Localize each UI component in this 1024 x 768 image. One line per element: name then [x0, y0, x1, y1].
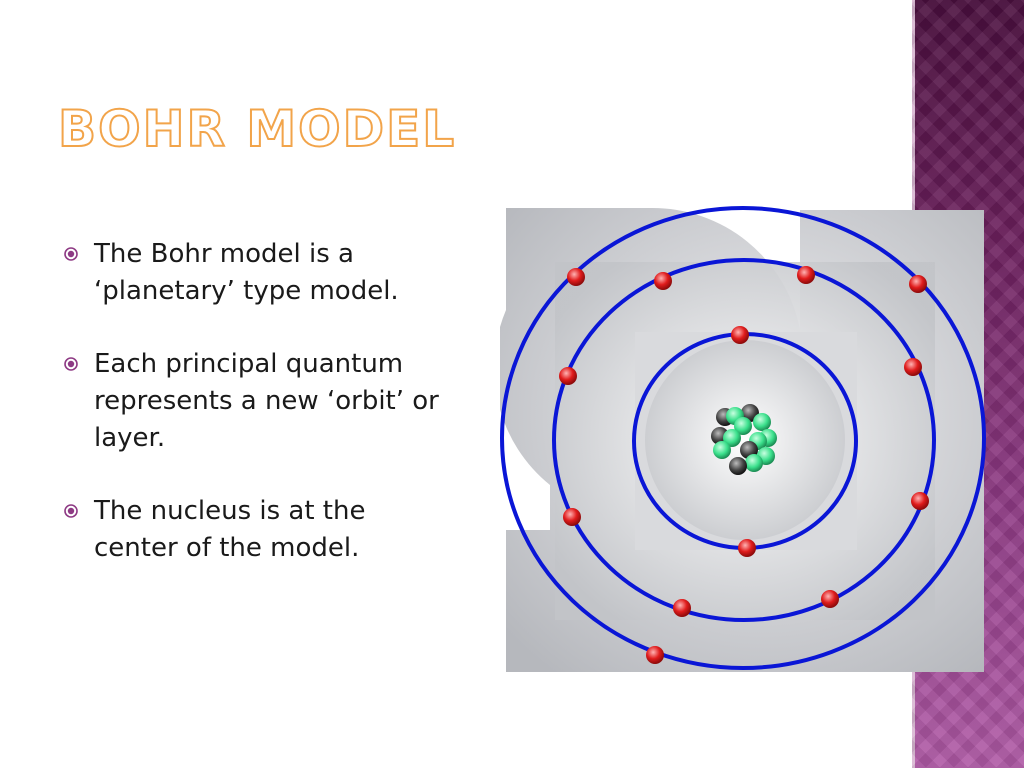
electron — [904, 358, 922, 376]
bullet-circle-icon — [64, 357, 78, 371]
electron — [563, 508, 581, 526]
bohr-model-diagram — [500, 206, 986, 672]
bullet-text: The Bohr model is a ‘planetary’ type mod… — [94, 239, 399, 306]
electrons — [559, 266, 929, 664]
bullet-circle-icon — [64, 247, 78, 261]
electron — [911, 492, 929, 510]
bullet-text: Each principal quantum represents a new … — [94, 349, 439, 453]
electron — [559, 367, 577, 385]
electron — [646, 646, 664, 664]
electron — [821, 590, 839, 608]
electron — [567, 268, 585, 286]
diagram-background — [500, 207, 984, 672]
electron — [654, 272, 672, 290]
electron — [738, 539, 756, 557]
electron — [673, 599, 691, 617]
electron — [731, 326, 749, 344]
slide-title: Bohr Model — [57, 99, 457, 159]
orbit-outer — [500, 206, 986, 670]
electron — [797, 266, 815, 284]
bullet-text: The nucleus is at the center of the mode… — [94, 496, 366, 563]
nucleus — [711, 404, 777, 475]
bullet-item: The nucleus is at the center of the mode… — [62, 493, 442, 567]
bullet-list: The Bohr model is a ‘planetary’ type mod… — [62, 236, 442, 603]
bullet-item: The Bohr model is a ‘planetary’ type mod… — [62, 236, 442, 310]
bullet-circle-icon — [64, 504, 78, 518]
bullet-item: Each principal quantum represents a new … — [62, 346, 442, 457]
orbit-middle — [552, 258, 936, 622]
electron — [909, 275, 927, 293]
